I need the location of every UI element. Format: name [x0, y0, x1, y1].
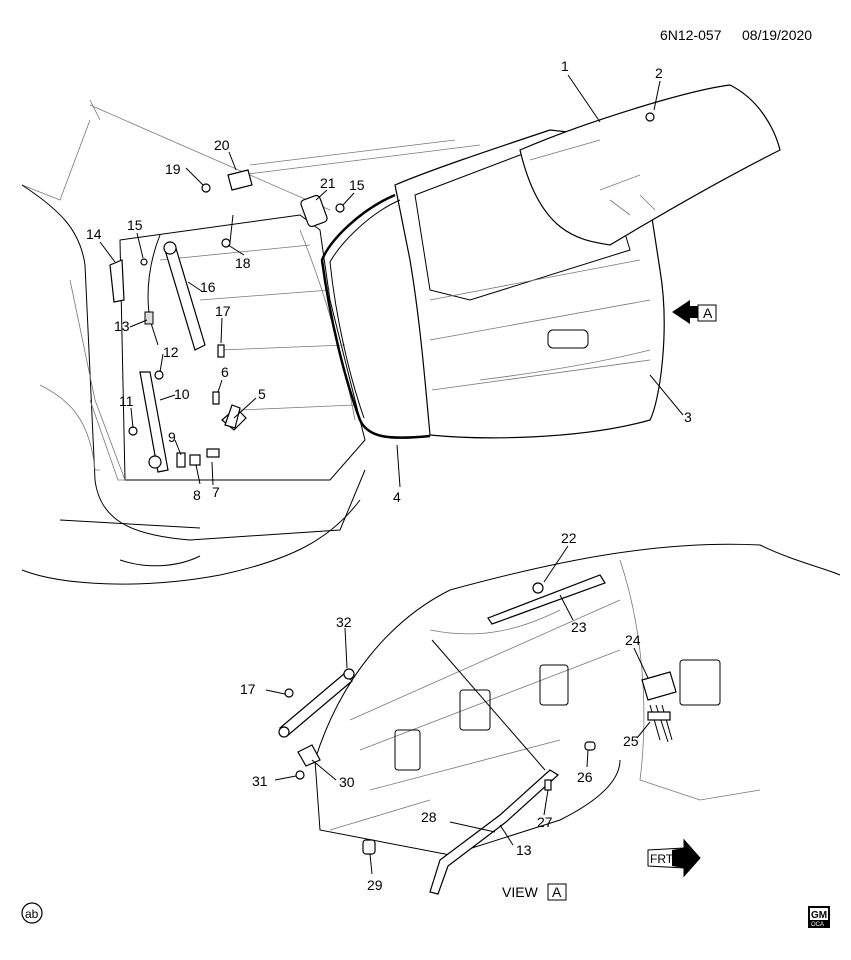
weatherstrip [320, 193, 431, 439]
callout-17b: 17 [240, 681, 256, 697]
callout-24: 24 [625, 632, 641, 648]
callout-21: 21 [320, 175, 336, 191]
callout-3: 3 [684, 409, 692, 425]
callout-27: 27 [537, 814, 553, 830]
callout-28: 28 [421, 809, 437, 825]
callout-5: 5 [258, 386, 266, 402]
ab-badge [21, 902, 43, 924]
gas-strut-16 [164, 244, 206, 351]
callout-15a: 15 [127, 217, 143, 233]
svg-text:GM: GM [811, 910, 827, 921]
callout-32: 32 [336, 614, 352, 630]
callout-19: 19 [165, 161, 181, 177]
callout-4: 4 [393, 489, 401, 505]
callout-20: 20 [214, 137, 230, 153]
callout-23: 23 [571, 619, 587, 635]
front-arrow-icon: FRT [647, 838, 701, 878]
view-arrow [672, 300, 698, 324]
view-label: VIEW [502, 884, 539, 900]
cable-13 [147, 234, 161, 346]
callout-17a: 17 [215, 303, 231, 319]
gm-logo: GM OCA [808, 906, 830, 928]
svg-text:OCA: OCA [811, 922, 824, 928]
callout-26: 26 [577, 769, 593, 785]
callout-16: 16 [200, 279, 216, 295]
module-24 [641, 671, 677, 701]
hinge-20 [227, 169, 253, 191]
callout-13: 13 [114, 318, 130, 334]
trim-strip-23 [487, 574, 606, 625]
callout-29: 29 [367, 877, 383, 893]
callout-13b: 13 [516, 842, 532, 858]
callout-1: 1 [561, 58, 569, 74]
diagram-date: 08/19/2020 [742, 27, 812, 43]
callout-30: 30 [339, 774, 355, 790]
bracket-14 [109, 259, 125, 303]
callout-10: 10 [174, 386, 190, 402]
vehicle-rear-body [21, 99, 481, 585]
callout-11: 11 [119, 393, 134, 409]
liftgate-glass [519, 84, 781, 246]
gas-strut-32 [279, 672, 353, 737]
diagram-code: 6N12-057 [660, 27, 722, 43]
callout-15b: 15 [349, 177, 365, 193]
callout-31: 31 [252, 773, 268, 789]
callout-25: 25 [623, 733, 639, 749]
callout-7: 7 [212, 484, 220, 500]
callout-18: 18 [235, 255, 251, 271]
callout-14: 14 [86, 226, 102, 242]
view-box-letter: A [552, 884, 562, 900]
callout-8: 8 [193, 487, 201, 503]
frt-label: FRT [650, 852, 674, 866]
callout-6: 6 [221, 364, 229, 380]
ab-label: ab [25, 907, 39, 921]
callout-12: 12 [163, 344, 179, 360]
strut-10 [139, 371, 169, 473]
cable-28 [429, 769, 559, 895]
callout-2: 2 [655, 65, 663, 81]
callout-9: 9 [168, 429, 176, 445]
callout-22: 22 [561, 530, 577, 546]
arrow-letter: A [703, 305, 713, 321]
